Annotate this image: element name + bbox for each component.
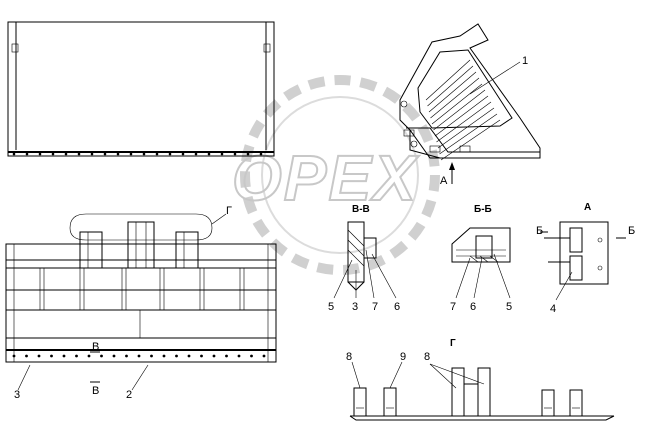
bucket-side-view: 1 A: [399, 23, 541, 187]
hatch-line: [427, 65, 474, 107]
hatch-line: [425, 59, 471, 101]
top-view-bolt: [77, 152, 81, 156]
top-view-bolt: [233, 152, 237, 156]
front-view-bolt: [87, 354, 91, 358]
view-A: А Б Б 4: [536, 202, 635, 315]
bucket-top-view: [7, 21, 275, 157]
front-view-bolt: [137, 354, 141, 358]
front-view-bolt: [250, 354, 253, 358]
section-BB-title: Б-Б: [474, 204, 492, 215]
bb-callout-5: 5: [506, 301, 512, 313]
bucket-front-view: Г В В 3 2: [5, 205, 277, 401]
vv-callout-3: 3: [352, 301, 358, 313]
front-V-top: В: [92, 341, 99, 353]
section-VV-title: В-В: [352, 204, 370, 215]
watermark-gear: [240, 75, 440, 275]
g-callout-9: 9: [400, 351, 406, 363]
section-BB: Б-Б 7 6 5: [450, 204, 512, 313]
front-view-bolt: [150, 354, 153, 358]
watermark: OPEX: [231, 75, 440, 275]
bb-callout-7: 7: [450, 301, 456, 313]
view-A-callout-4: 4: [550, 303, 556, 315]
hatch-line: [439, 113, 498, 155]
front-view-bolt: [237, 354, 241, 358]
top-view-bolt: [90, 152, 94, 156]
top-view-bolt: [207, 152, 211, 156]
view-G-marker: Г: [226, 205, 232, 217]
top-view-bolt: [220, 152, 224, 156]
top-view-bolt: [259, 152, 263, 156]
front-view-bolt: [262, 354, 266, 358]
hatch-line: [428, 71, 477, 113]
front-view-bolt: [112, 354, 116, 358]
top-view-bolt: [194, 152, 198, 156]
vv-callout-7: 7: [372, 301, 378, 313]
bb-callout-6: 6: [470, 301, 476, 313]
view-A-B-right: Б: [628, 225, 635, 237]
front-view-bolt: [37, 354, 41, 358]
front-view-bolt: [125, 354, 128, 358]
front-view-bolt: [200, 354, 203, 358]
hatch-line: [431, 83, 483, 125]
vv-callout-5: 5: [328, 301, 334, 313]
hatch-line: [434, 95, 489, 137]
front-V-bottom: В: [92, 385, 99, 397]
front-view-bolt: [162, 354, 166, 358]
watermark-text: OPEX: [232, 142, 419, 214]
front-view-bolt: [225, 354, 228, 358]
top-view-bolt: [25, 152, 29, 156]
top-view-bolt: [38, 152, 42, 156]
hatch-line: [430, 77, 480, 119]
view-A-marker: A: [440, 175, 448, 187]
view-A-B-left: Б: [536, 225, 543, 237]
callout-1: 1: [522, 55, 528, 67]
top-view-bolt: [142, 152, 146, 156]
top-view-bolt: [155, 152, 159, 156]
hatch-line: [433, 89, 486, 131]
front-callout-2: 2: [126, 389, 132, 401]
top-view-bolt: [103, 152, 107, 156]
watermark-gear-inner: [261, 96, 419, 254]
front-view-bolt: [100, 354, 103, 358]
hatch-line: [440, 119, 501, 161]
top-view-bolt: [51, 152, 55, 156]
view-G-title: Г: [450, 338, 456, 349]
top-view-bolt: [12, 152, 16, 156]
g-callout-8b: 8: [424, 351, 430, 363]
vv-callout-6: 6: [394, 301, 400, 313]
top-view-bolt: [246, 152, 250, 156]
view-A-title: А: [584, 202, 591, 213]
top-view-bolt: [116, 152, 120, 156]
top-view-bolt: [181, 152, 185, 156]
view-G: Г 8 9 8: [346, 338, 615, 421]
front-view-bolt: [25, 354, 28, 358]
g-callout-8a: 8: [346, 351, 352, 363]
front-view-bolt: [187, 354, 191, 358]
side-hatch: [425, 59, 501, 161]
front-view-bolt: [75, 354, 78, 358]
top-view-bolt: [64, 152, 68, 156]
front-view-bolt: [62, 354, 66, 358]
front-view-bolt: [175, 354, 178, 358]
top-view-bolt: [168, 152, 172, 156]
section-VV: В-В 5 3 7 6: [328, 204, 400, 313]
front-callout-3: 3: [14, 389, 20, 401]
front-view-bolt: [50, 354, 53, 358]
hatch-line: [436, 101, 492, 143]
front-view-bolt: [212, 354, 216, 358]
top-view-bolt: [129, 152, 133, 156]
hatch-line: [437, 107, 495, 149]
front-view-bolt: [12, 354, 16, 358]
